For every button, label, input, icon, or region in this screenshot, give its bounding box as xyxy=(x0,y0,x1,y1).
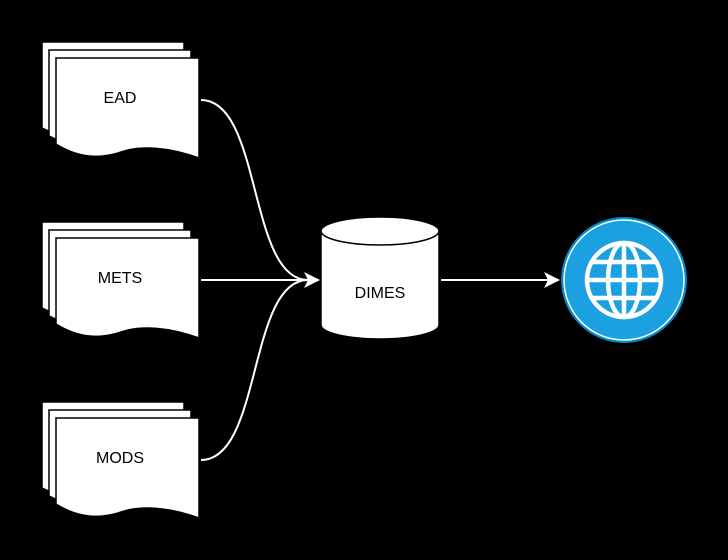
arrowhead-into-web xyxy=(544,272,560,288)
connector-ead-to-dimes xyxy=(200,99,309,281)
arrowhead-into-dimes xyxy=(304,272,320,288)
dimes-database-icon: DIMES xyxy=(320,216,440,340)
source-mets-label: METS xyxy=(98,270,142,287)
source-ead-stack: EAD xyxy=(41,41,200,160)
connectors xyxy=(200,99,548,461)
connector-mods-to-dimes xyxy=(200,279,309,461)
globe-icon xyxy=(561,217,687,343)
source-mods-label: MODS xyxy=(96,450,144,467)
source-mods-stack: MODS xyxy=(41,401,200,520)
dimes-label: DIMES xyxy=(355,285,406,302)
source-mets-stack: METS xyxy=(41,221,200,340)
source-ead-label: EAD xyxy=(104,90,137,107)
